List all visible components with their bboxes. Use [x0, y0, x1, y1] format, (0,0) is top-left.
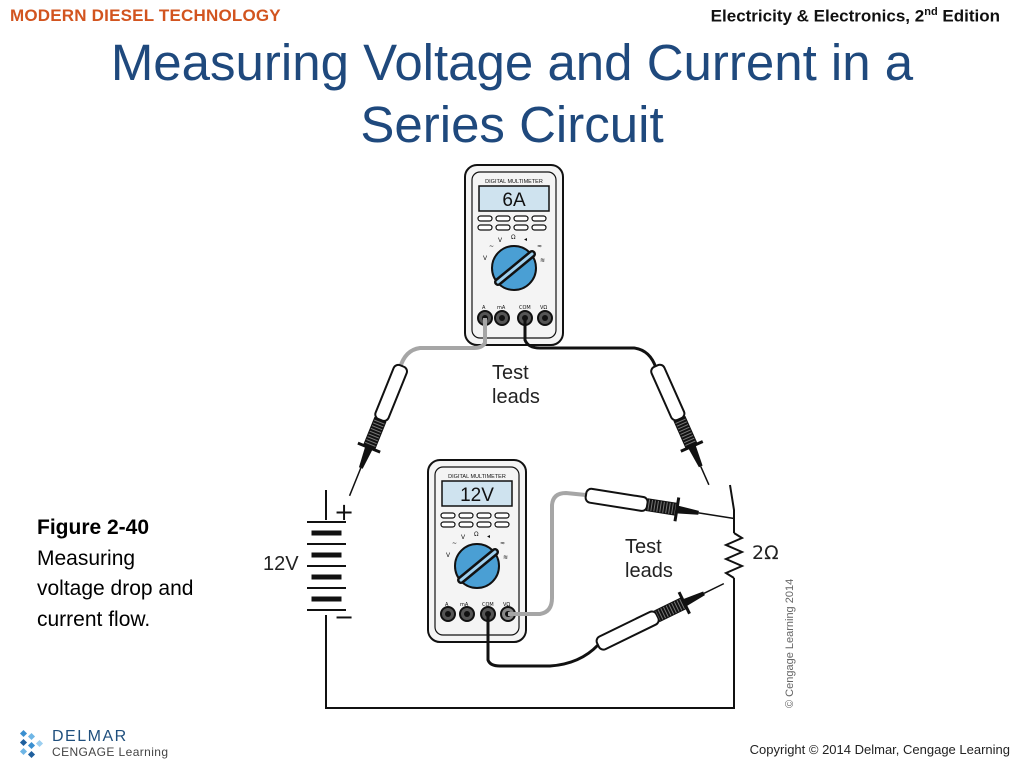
- svg-text:◂: ◂: [524, 236, 527, 243]
- voltmeter-probe-lower: [595, 582, 725, 651]
- circuit-wires: [325, 484, 735, 709]
- svg-text:mA: mA: [497, 305, 506, 311]
- ammeter-brand: DIGITAL MULTIMETER: [485, 179, 543, 185]
- svg-text:mA: mA: [460, 602, 469, 608]
- ammeter-probe-right: [650, 363, 710, 486]
- svg-text:≋: ≋: [540, 257, 545, 264]
- test-leads-top-line2: leads: [492, 386, 540, 408]
- svg-text:≈: ≈: [537, 243, 542, 250]
- delmar-logo-mark-icon: [19, 729, 44, 759]
- battery-voltage-label: 12V: [263, 553, 299, 575]
- svg-text:A: A: [445, 602, 449, 608]
- battery-plus-sign: +: [334, 498, 354, 526]
- svg-text:V: V: [483, 255, 488, 262]
- voltmeter-black-lead: [486, 614, 600, 668]
- ammeter-gray-lead: [398, 318, 487, 369]
- battery-minus-sign: −: [334, 603, 354, 631]
- slide-title: Measuring Voltage and Current in a Serie…: [0, 32, 1024, 156]
- svg-text:Ω: Ω: [511, 234, 516, 241]
- svg-text:VΩ: VΩ: [540, 305, 547, 311]
- figure-number: Figure 2-40: [37, 516, 150, 539]
- svg-text:Ω: Ω: [474, 531, 479, 538]
- resistor-label: 2Ω: [752, 542, 779, 564]
- svg-text:≋: ≋: [503, 554, 508, 561]
- svg-text:~: ~: [452, 540, 457, 547]
- ammeter: DIGITAL MULTIMETER 6A ~ V Ω ◂ ≈ V ≋ A mA: [464, 164, 564, 346]
- svg-text:V: V: [498, 237, 503, 244]
- resistor-top-wire: [729, 484, 735, 533]
- slide-title-line2: Series Circuit: [360, 96, 664, 153]
- logo-name: DELMAR: [52, 728, 128, 745]
- svg-text:≈: ≈: [500, 540, 505, 547]
- ammeter-black-lead: [523, 318, 658, 369]
- figure-description: Measuring voltage drop and current flow.: [37, 546, 194, 631]
- ammeter-probe-left: [348, 363, 408, 497]
- svg-text:COM: COM: [519, 305, 531, 311]
- test-leads-bottom-line2: leads: [625, 560, 673, 582]
- svg-text:◂: ◂: [487, 533, 490, 540]
- delmar-cengage-logo: DELMAR CENGAGE Learning: [17, 727, 187, 763]
- bottom-return-wire: [325, 578, 735, 709]
- voltmeter-probe-upper: [584, 487, 735, 522]
- test-leads-bottom-line1: Test: [625, 536, 662, 558]
- slide-title-line1: Measuring Voltage and Current in a: [110, 34, 914, 91]
- copyright-notice: Copyright © 2014 Delmar, Cengage Learnin…: [749, 742, 1010, 757]
- resistor: 2Ω: [723, 532, 779, 579]
- voltmeter-brand: DIGITAL MULTIMETER: [448, 474, 506, 480]
- svg-text:V: V: [446, 552, 451, 559]
- logo-subtitle: CENGAGE Learning: [52, 745, 169, 759]
- svg-text:V: V: [461, 534, 466, 541]
- svg-text:~: ~: [489, 243, 494, 250]
- figure-caption: Figure 2-40 Measuring voltage drop and c…: [37, 513, 197, 635]
- svg-text:COM: COM: [482, 602, 494, 608]
- header-publisher: MODERN DIESEL TECHNOLOGY: [10, 6, 281, 25]
- battery: + − 12V: [263, 498, 354, 631]
- header-edition: Electricity & Electronics, 2nd Edition: [711, 6, 1000, 27]
- svg-text:A: A: [482, 305, 486, 311]
- voltmeter-gray-lead: [508, 490, 587, 616]
- ammeter-display: 6A: [502, 190, 526, 211]
- test-leads-top-line1: Test: [492, 362, 529, 384]
- svg-text:VΩ: VΩ: [503, 602, 510, 608]
- cengage-watermark: © Cengage Learning 2014: [784, 579, 796, 708]
- header-edition-main: Electricity & Electronics, 2: [710, 6, 925, 26]
- header-edition-sup: nd: [924, 6, 938, 18]
- voltmeter-display: 12V: [460, 485, 494, 506]
- header-edition-end: Edition: [937, 6, 1000, 26]
